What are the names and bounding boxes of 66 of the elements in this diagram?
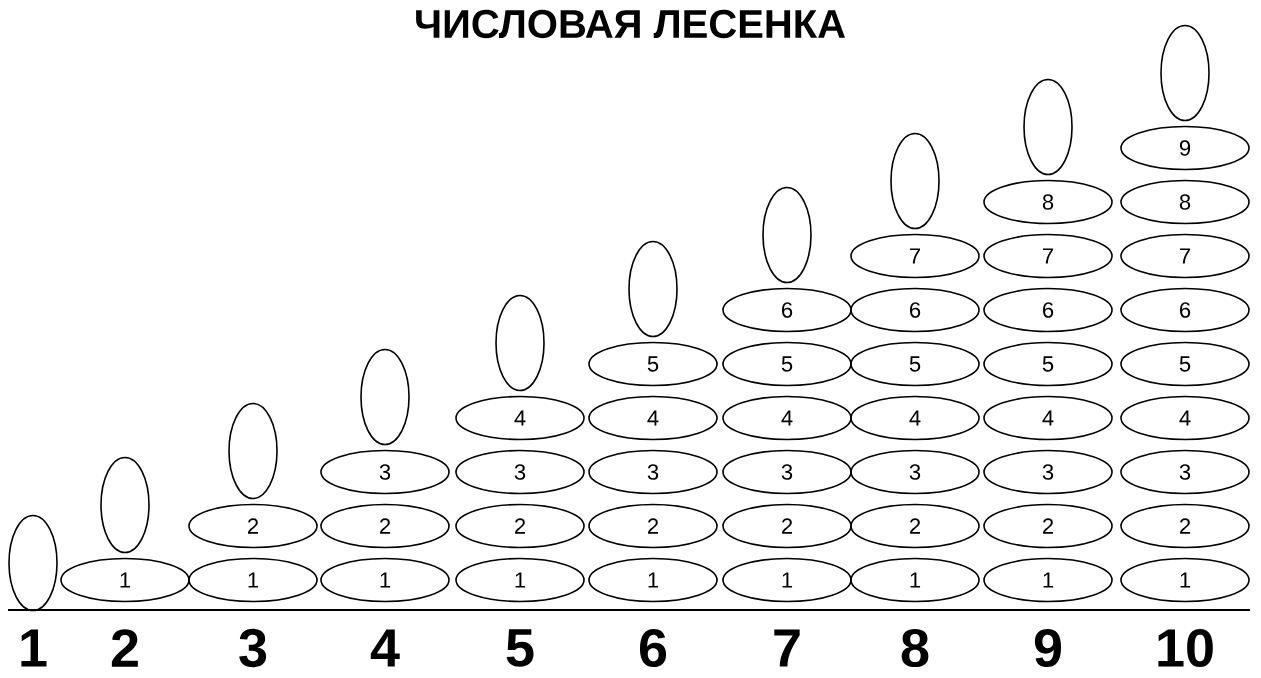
- column-number: 5: [506, 629, 534, 667]
- number-oval: 1: [850, 557, 980, 603]
- number-oval: 1: [320, 557, 450, 603]
- number-oval: 4: [455, 395, 585, 441]
- number-oval: 3: [588, 449, 718, 495]
- column-number: 10: [1158, 628, 1213, 668]
- number-oval: 5: [722, 341, 852, 387]
- column-number: 4: [370, 629, 400, 667]
- number-oval: 2: [455, 503, 585, 549]
- column-number: 8: [901, 628, 929, 668]
- number-oval: 1: [588, 557, 718, 603]
- number-oval: 6: [983, 287, 1113, 333]
- empty-oval: [1160, 24, 1210, 122]
- number-oval: 3: [850, 449, 980, 495]
- number-oval: 9: [1120, 125, 1250, 171]
- number-oval: 2: [850, 503, 980, 549]
- number-oval: 7: [983, 233, 1113, 279]
- column-number: 3: [239, 628, 267, 668]
- number-oval: 7: [1120, 233, 1250, 279]
- number-oval: 2: [1120, 503, 1250, 549]
- number-oval: 1: [983, 557, 1113, 603]
- empty-oval: [8, 514, 58, 612]
- number-oval: 3: [722, 449, 852, 495]
- column-number: 1: [21, 629, 47, 667]
- number-oval: 4: [983, 395, 1113, 441]
- empty-oval: [100, 456, 150, 554]
- number-oval: 1: [722, 557, 852, 603]
- number-oval: 3: [1120, 449, 1250, 495]
- column-number: 2: [111, 629, 138, 667]
- empty-oval: [762, 186, 812, 284]
- number-oval: 1: [455, 557, 585, 603]
- number-oval: 8: [983, 179, 1113, 225]
- empty-oval: [228, 402, 278, 500]
- number-oval: 5: [983, 341, 1113, 387]
- empty-oval: [890, 132, 940, 230]
- number-oval: 2: [188, 503, 318, 549]
- number-oval: 4: [722, 395, 852, 441]
- column-number: 7: [774, 629, 800, 667]
- number-oval: 3: [320, 449, 450, 495]
- number-oval: 4: [588, 395, 718, 441]
- number-oval: 4: [850, 395, 980, 441]
- number-oval: 8: [1120, 179, 1250, 225]
- column-number: 6: [639, 628, 667, 668]
- column-number: 9: [1034, 628, 1061, 668]
- empty-oval: [495, 294, 545, 392]
- empty-oval: [628, 240, 678, 338]
- number-oval: 3: [983, 449, 1113, 495]
- number-oval: 5: [850, 341, 980, 387]
- number-oval: 2: [588, 503, 718, 549]
- number-oval: 5: [588, 341, 718, 387]
- number-oval: 3: [455, 449, 585, 495]
- empty-oval: [360, 348, 410, 446]
- number-oval: 2: [320, 503, 450, 549]
- empty-oval: [1023, 78, 1073, 176]
- number-oval: 6: [722, 287, 852, 333]
- number-oval: 1: [60, 557, 190, 603]
- number-oval: 4: [1120, 395, 1250, 441]
- number-oval: 6: [850, 287, 980, 333]
- number-oval: 1: [188, 557, 318, 603]
- number-oval: 5: [1120, 341, 1250, 387]
- number-oval: 2: [722, 503, 852, 549]
- number-oval: 1: [1120, 557, 1250, 603]
- number-oval: 6: [1120, 287, 1250, 333]
- number-oval: 7: [850, 233, 980, 279]
- title: ЧИСЛОВАЯ ЛЕСЕНКА: [416, 9, 845, 39]
- number-oval: 2: [983, 503, 1113, 549]
